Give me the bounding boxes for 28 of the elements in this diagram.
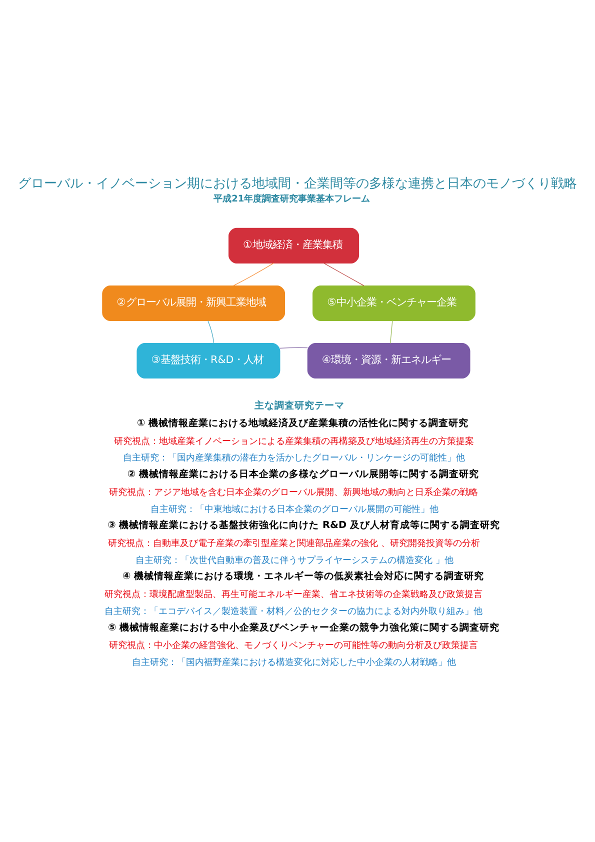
label: 研究視点：環境配慮型製品、再生可能エネルギー産業、省エネ技術等の企業戦略及び政策提言 (104, 590, 483, 600)
connector (390, 320, 393, 344)
label: 主な調査研究テーマ (254, 400, 344, 412)
label: ③ 機械情報産業における基盤技術強化に向けた R&D 及び人材育成等に関する調査研究 (108, 520, 500, 531)
node-box: ③基盤技術・R&D・人材 (136, 342, 280, 378)
label: 研究視点：中小企業の経営強化、モノづくりベンチャーの可能性等の動向分析及び政策提言 (109, 640, 478, 651)
label: 研究視点：地域産業イノベーションによる産業集積の再構築及び地域経済再生の方策提案 (114, 436, 474, 446)
node-box: ①地域経済・産業集積 (228, 227, 360, 263)
label: ② 機械情報産業における日本企業の多様なグローバル展開等に関する調査研究 (127, 468, 479, 480)
label: 研究視点：自動車及び電子産業の牽引型産業と関連部品産業の強化 、研究開発投資等の分析 (108, 538, 480, 549)
connector (280, 346, 308, 348)
node-box: ②グローバル展開・新興工業地域 (102, 284, 286, 320)
label: ④ 機械情報産業における環境・エネルギー等の低炭素社会対応に関する調査研究 (122, 570, 484, 582)
node-box: ⑤中小企業・ベンチャー企業 (312, 284, 476, 320)
label: 平成21年度調査研究事業基本フレーム (214, 194, 370, 204)
connector (233, 262, 274, 286)
diagram-title: グローバル・イノベーション期における地域間・企業間等の多様な連携と日本のモノづくり戦略 (18, 176, 577, 192)
label: 自主研究：「国内産業集積の潜在力を活かしたグローバル・リンケージの可能性」他 (123, 453, 466, 464)
label: 研究視点：アジア地域を含む日本企業のグローバル展開、新興地域の動向と日系企業の戦略 (109, 487, 478, 498)
label: 自主研究：「中東地域における日本企業のグローバル展開の可能性」他 (150, 504, 439, 514)
connector (208, 320, 214, 344)
node-box: ④環境・資源・新エネルギー (307, 342, 470, 378)
label: ⑤ 機械情報産業における中小企業及びベンチャー企業の競争力強化策に関する調査研究 (108, 622, 500, 633)
label: ① 機械情報産業における地域経済及び産業集積の活性化に関する調査研究 (137, 418, 469, 429)
connector (324, 262, 364, 286)
label: 自主研究：「国内裾野産業における構造変化に対応した中小企業の人材戦略」他 (132, 657, 456, 668)
label: 自主研究：「エコデバイス／製造装置・材料／公的セクターの協力による対内外取り組み」他 (104, 606, 483, 616)
label: 自主研究：「次世代自動車の普及に伴うサプライヤーシステムの構造変化 」他 (135, 555, 454, 566)
